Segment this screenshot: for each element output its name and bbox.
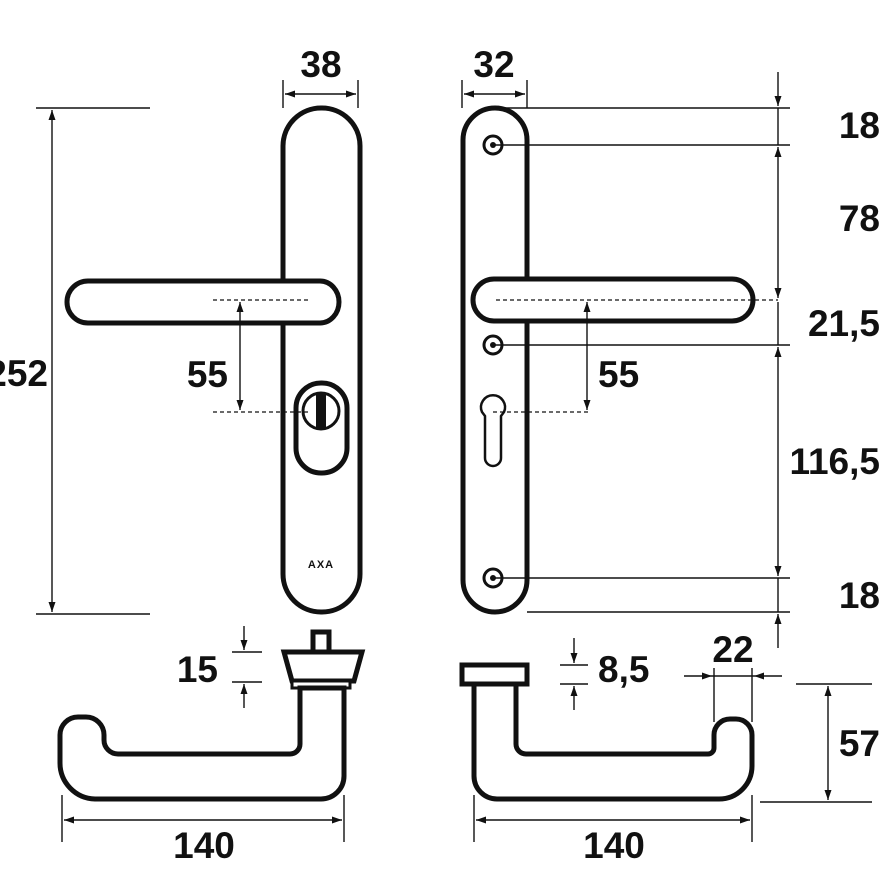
right-plate-view (460, 105, 778, 615)
right-lever (470, 276, 756, 324)
dimension-width-left: 38 (282, 44, 359, 108)
dim-label-length-right: 140 (583, 825, 645, 866)
dimension-flange-height: 8,5 (560, 638, 649, 710)
right-lever-side (471, 681, 755, 802)
dim-label-height: 252 (0, 353, 48, 394)
dim-label-rose-height: 15 (177, 649, 218, 690)
dim-label-lever-to-hole: 21,5 (808, 303, 880, 344)
right-side-view (459, 662, 755, 802)
dim-label-projection: 57 (839, 723, 880, 764)
dim-label-width-38: 38 (300, 44, 341, 85)
dimension-height-left: 252 (0, 107, 150, 615)
spindle-stub (310, 629, 332, 655)
dimension-length-right: 140 (473, 795, 753, 866)
dim-label-lever-diameter: 22 (712, 629, 753, 670)
left-lever (64, 278, 342, 326)
dim-label-hole-to-lever: 78 (839, 198, 880, 239)
dim-label-hole-to-hole: 116,5 (789, 441, 880, 482)
keyhole-icon (479, 394, 507, 468)
dim-label-bottom-margin: 18 (839, 575, 880, 616)
dim-label-offset-left: 55 (187, 354, 228, 395)
dimension-lever-offset-left: 55 (187, 302, 244, 410)
left-side-view (57, 629, 366, 802)
right-backplate (460, 105, 530, 615)
left-backplate (280, 105, 363, 615)
left-rose (280, 649, 366, 684)
dimension-lever-diameter: 22 (684, 629, 782, 722)
dim-label-width-32: 32 (473, 44, 514, 85)
dim-label-flange-height: 8,5 (598, 649, 649, 690)
brand-mark: AXA (308, 559, 334, 571)
dimension-chain-right: 18 78 21,5 116,5 18 (495, 72, 880, 648)
dimension-length-left: 140 (61, 795, 345, 866)
dim-label-length-left: 140 (173, 825, 235, 866)
thumb-turn-slot (316, 393, 326, 429)
dim-label-offset-right: 55 (598, 354, 639, 395)
dim-label-top-margin: 18 (839, 105, 880, 146)
dimension-lever-offset-right: 55 (583, 302, 639, 410)
right-flange (459, 662, 530, 687)
left-lever-side (57, 685, 347, 802)
left-plate-view: AXA (64, 105, 363, 615)
dimension-rose-height: 15 (177, 626, 262, 708)
dimension-projection: 57 (760, 683, 880, 803)
dimension-width-right: 32 (461, 44, 528, 108)
